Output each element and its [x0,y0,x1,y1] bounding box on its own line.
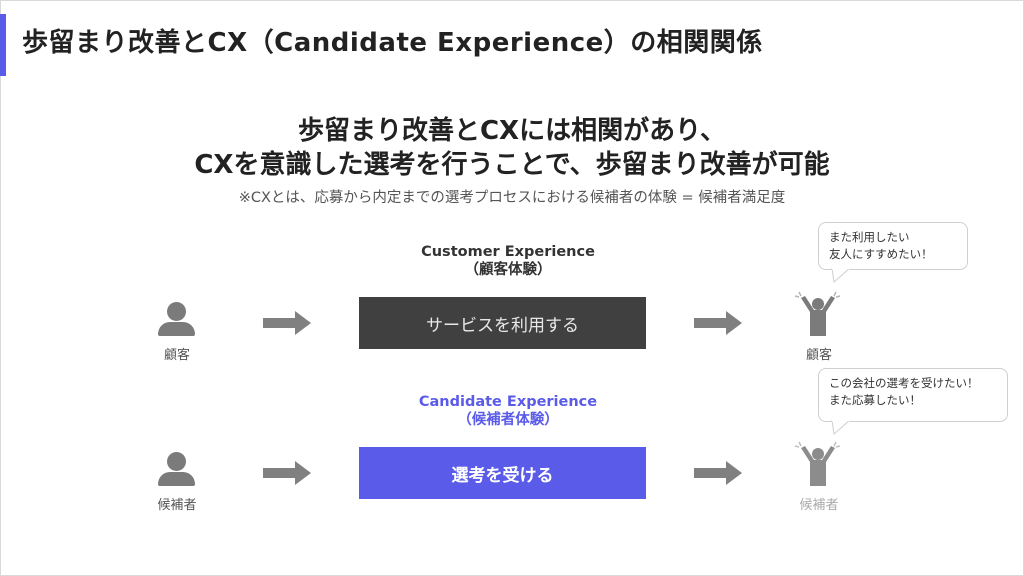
title-accent-bar [0,14,6,76]
candidate-arrow-right-icon [263,461,311,485]
candidate-result-arrow-right-icon [694,461,742,485]
candidate-bubble-tail [831,420,851,435]
customer-person-label: 顧客 [163,348,190,363]
candidate-experience-label: Candidate Experience （候補者体験） [408,393,608,429]
headline-line-2: CXを意識した選考を行うことで、歩留まり改善が可能 [194,150,830,180]
customer-result-label: 顧客 [805,348,832,363]
candidate-experience-subtitle: （候補者体験） [457,412,559,428]
customer-experience-subtitle: （顧客体験） [464,262,552,278]
candidate-person-label: 候補者 [157,498,197,513]
customer-result-arrow-right-icon [694,311,742,335]
customer-happy-person-icon [794,291,841,336]
selection-process-box: 選考を受ける [359,447,646,499]
candidate-result-label: 候補者 [799,498,839,513]
service-use-box: サービスを利用する [359,297,646,349]
candidate-bubble-line-1: この会社の選考を受けたい！ [829,376,979,390]
customer-experience-label: Customer Experience （顧客体験） [408,243,608,279]
candidate-speech-bubble: この会社の選考を受けたい！ また応募したい！ [818,368,1008,422]
cx-definition-note: ※CXとは、応募から内定までの選考プロセスにおける候補者の体験 = 候補者満足度 [238,190,786,206]
candidate-happy-person-icon [794,441,841,486]
headline-line-1: 歩留まり改善とCXには相関があり、 [297,116,727,146]
customer-bubble-tail [831,268,851,283]
customer-bubble-line-2: 友人にすすめたい！ [829,247,933,261]
customer-bubble-line-1: また利用したい [829,230,910,244]
customer-speech-bubble: また利用したい 友人にすすめたい！ [818,222,968,270]
customer-arrow-right-icon [263,311,311,335]
customer-experience-title: Customer Experience [421,244,595,260]
candidate-bubble-line-2: また応募したい！ [829,393,921,407]
slide-title: 歩留まり改善とCX（Candidate Experience）の相関関係 [22,28,763,58]
candidate-experience-title: Candidate Experience [418,394,598,410]
